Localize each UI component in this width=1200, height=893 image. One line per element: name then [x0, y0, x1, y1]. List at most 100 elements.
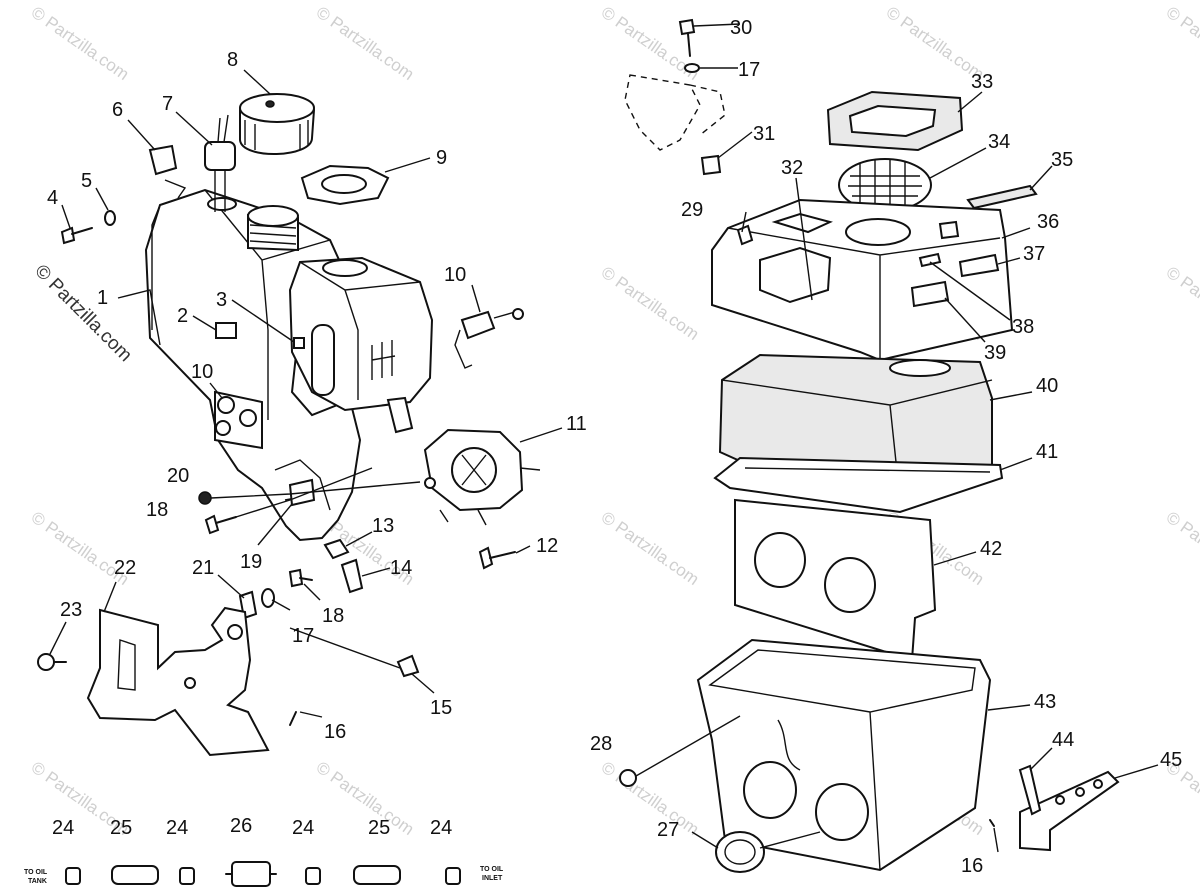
clamp-24b[interactable] — [179, 867, 195, 885]
callout-12: 12 — [536, 535, 558, 557]
callout-9: 9 — [436, 147, 447, 169]
callout-44: 44 — [1052, 729, 1074, 751]
oil-pump-fittings — [439, 467, 541, 526]
bracket-45-hole — [1093, 779, 1103, 789]
pin-16[interactable] — [289, 711, 297, 726]
callout-24d: 24 — [430, 817, 452, 839]
callout-37: 37 — [1023, 243, 1045, 265]
drain-valve[interactable] — [460, 310, 496, 340]
callout-16-right: 16 — [961, 855, 983, 877]
callout-22: 22 — [114, 557, 136, 579]
air-box-corner — [869, 711, 881, 871]
callout-14: 14 — [390, 557, 412, 579]
leader-4 — [61, 204, 71, 229]
mount-hole — [217, 396, 235, 414]
watermark-text: © Partzilla.com — [598, 263, 703, 344]
leader-40 — [989, 391, 1033, 401]
washer-17-upper[interactable] — [684, 63, 700, 73]
bracket-22-hole — [227, 624, 243, 640]
reservoir-neck — [322, 259, 368, 277]
callout-38: 38 — [1012, 316, 1034, 338]
callout-numbers: 1 2 3 4 5 6 7 8 9 10 10 11 12 13 14 15 1… — [47, 17, 1182, 877]
screw-12[interactable] — [478, 546, 494, 570]
leader-41 — [999, 457, 1033, 471]
callout-26: 26 — [230, 815, 252, 837]
lid-clip-38 — [918, 252, 942, 268]
leader-5 — [95, 187, 109, 211]
leader-6 — [127, 119, 156, 151]
filter-26[interactable] — [231, 861, 271, 887]
callout-36: 36 — [1037, 211, 1059, 233]
watermark-text: © Partzilla.com — [1163, 3, 1200, 84]
retaining-clip[interactable] — [148, 144, 178, 176]
level-sender-rod — [214, 170, 226, 212]
callout-31: 31 — [753, 123, 775, 145]
clip-29[interactable] — [736, 224, 754, 246]
screw-30[interactable] — [678, 18, 696, 36]
lever-44[interactable] — [1018, 764, 1042, 816]
leader-10-left — [209, 382, 223, 399]
screw-28[interactable] — [619, 769, 637, 787]
callout-24a: 24 — [52, 817, 74, 839]
callout-24b: 24 — [166, 817, 188, 839]
screw-4[interactable] — [60, 226, 76, 245]
strip-35[interactable] — [966, 184, 1038, 210]
clamp-24a[interactable] — [65, 867, 81, 885]
cap-gasket-hole — [321, 174, 367, 194]
watermark-text: © Partzilla.com — [1163, 508, 1200, 589]
tank-cap-dot — [265, 100, 275, 108]
grommet-31[interactable] — [700, 154, 722, 176]
mount-hole — [239, 409, 257, 427]
screw-12-shank — [489, 551, 516, 559]
callout-27: 27 — [657, 819, 679, 841]
clamp-24d[interactable] — [445, 867, 461, 885]
intake-outline — [624, 74, 726, 151]
hose-25b[interactable] — [353, 865, 401, 885]
air-box-lid-36[interactable] — [711, 198, 1014, 362]
washer-5[interactable] — [104, 210, 116, 226]
callout-4: 4 — [47, 187, 58, 209]
air-box-port-left — [743, 761, 797, 819]
elbow-14[interactable] — [340, 558, 364, 594]
watermark-text: © Partzilla.com — [28, 3, 133, 84]
callout-18-right: 18 — [322, 605, 344, 627]
callout-41: 41 — [1036, 441, 1058, 463]
callout-8: 8 — [227, 49, 238, 71]
leader-1 — [117, 289, 161, 346]
clamp-15[interactable] — [396, 654, 420, 678]
leader-29 — [741, 211, 747, 233]
watermark-text: © Partzilla.com — [598, 758, 703, 839]
oil-pump-port — [424, 477, 436, 489]
callout-15: 15 — [430, 697, 452, 719]
level-sender[interactable] — [204, 141, 236, 171]
bracket-45[interactable] — [1019, 770, 1120, 852]
air-box-rim — [708, 649, 976, 713]
screw-18a[interactable] — [204, 514, 220, 535]
leader-20 — [210, 481, 421, 499]
leader-11 — [519, 427, 563, 443]
callout-16-left: 16 — [324, 721, 346, 743]
callout-1: 1 — [97, 287, 108, 309]
air-box-assembly — [619, 18, 1120, 873]
watermark-text: © Partzilla.com — [1163, 263, 1200, 344]
leader-17-left — [271, 599, 291, 611]
reservoir-sight-window — [311, 324, 335, 396]
callout-7: 7 — [162, 93, 173, 115]
baffle-hole-right — [824, 557, 876, 613]
lid-inlet — [845, 218, 911, 246]
watermark-main: © Partzilla.com — [30, 261, 135, 366]
plug-27[interactable] — [715, 831, 765, 873]
bolt-23[interactable] — [37, 653, 55, 671]
leader-23 — [49, 621, 67, 655]
screw-18b[interactable] — [288, 568, 304, 588]
washer-17[interactable] — [261, 588, 275, 608]
nut-20[interactable] — [198, 491, 212, 505]
leader-10-right — [471, 284, 481, 313]
clamp-24c[interactable] — [305, 867, 321, 885]
fitting-13[interactable] — [323, 538, 350, 560]
tank-cap-top — [239, 93, 315, 123]
leader-2 — [192, 315, 217, 331]
screw-18b-shank — [299, 577, 313, 581]
hose-25a[interactable] — [111, 865, 159, 885]
